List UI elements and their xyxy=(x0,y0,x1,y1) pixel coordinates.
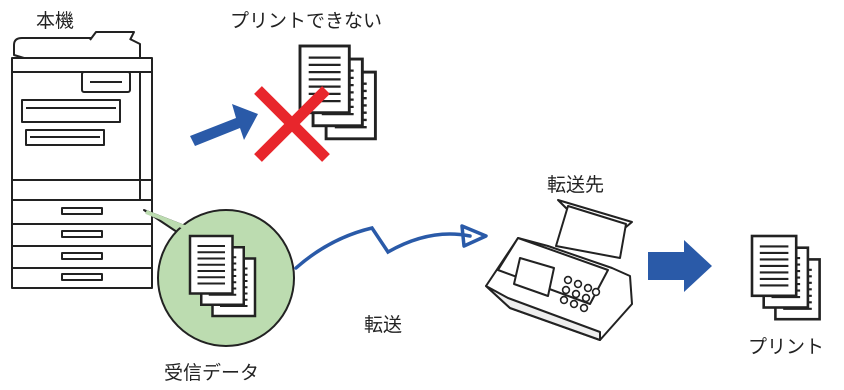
fax-machine-icon xyxy=(485,199,633,341)
forward-label: 転送 xyxy=(364,314,403,336)
machine-label: 本機 xyxy=(36,10,75,32)
transmission-wave-icon xyxy=(294,226,472,270)
blue-arrow-to-print-icon xyxy=(190,104,258,146)
print-label: プリント xyxy=(748,336,825,358)
received-data-label: 受信データ xyxy=(164,362,260,384)
document-stack-printed-icon xyxy=(750,234,821,321)
red-cross-icon xyxy=(254,86,330,162)
mfp-machine-icon xyxy=(11,31,153,289)
document-stack-cannot-print-icon xyxy=(298,44,377,141)
transmission-arrowhead-icon xyxy=(460,224,488,248)
cannot-print-label: プリントできない xyxy=(230,10,383,32)
blue-arrow-to-printout-icon xyxy=(648,240,712,292)
destination-label: 転送先 xyxy=(547,174,605,196)
